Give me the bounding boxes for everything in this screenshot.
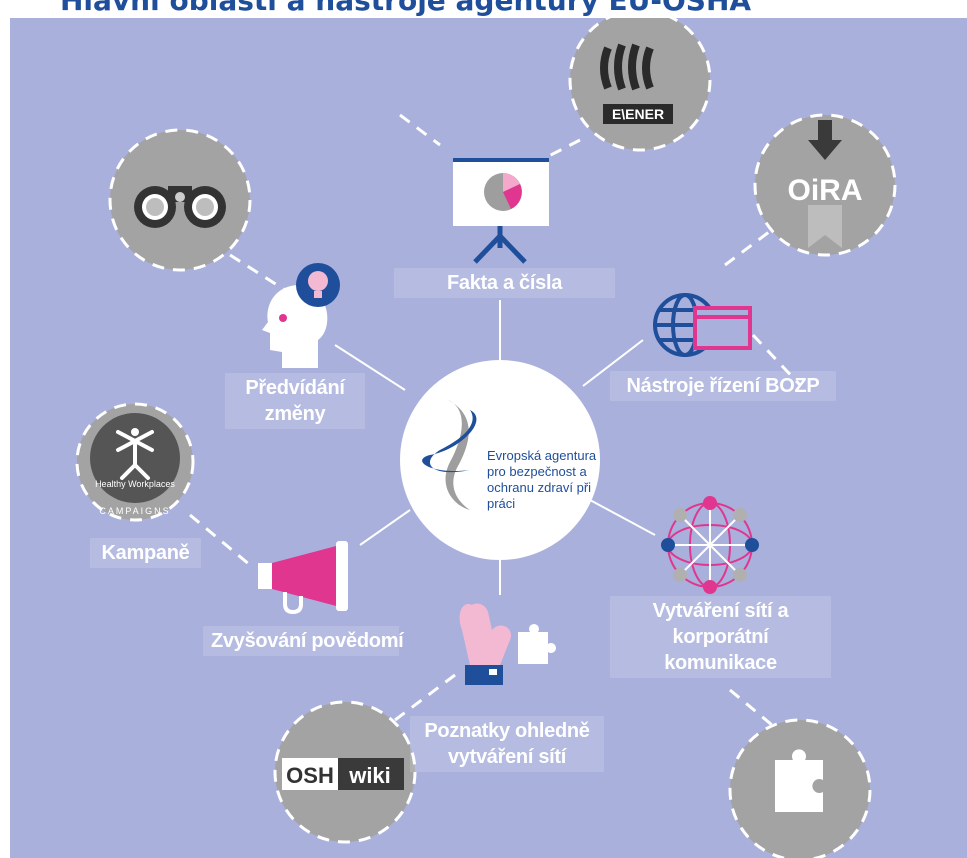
network-icon (661, 496, 759, 594)
megaphone-icon (258, 541, 348, 615)
node-fakta-label: Fakta a čísla (394, 268, 615, 298)
node-poznatky-label: Poznatky ohledně vytváření sítí (410, 716, 604, 772)
osh-text: OSH (286, 763, 334, 788)
wiki-text: wiki (348, 763, 391, 788)
oshwiki-badge: OSH wiki (273, 700, 417, 844)
healthy-workplaces-text: Healthy Workplaces (95, 479, 175, 489)
connector-predvidani (334, 344, 406, 391)
presentation-board-icon (453, 158, 549, 264)
node-kampane-label: Kampaně (90, 538, 201, 568)
person-icon (116, 430, 154, 480)
binoculars-icon (134, 186, 226, 228)
puzzle-badge (728, 718, 872, 858)
healthy-workplaces-badge: Healthy Workplaces CAMPAIGNS (75, 402, 195, 522)
connector-dash-esener (544, 138, 581, 160)
node-nastroje-label: Nástroje řízení BOZP (610, 371, 836, 401)
binoculars-badge (108, 128, 252, 272)
diagram-canvas: E\ENER OiRA (75, 18, 897, 858)
hub-circle (400, 360, 600, 560)
connector-dash-oshwiki (394, 673, 456, 722)
page-title: Hlavní oblasti a nástroje agentury EU-OS… (60, 0, 752, 17)
puzzle-icon (775, 749, 823, 812)
connector-dash-kampane (189, 513, 251, 567)
connector-dash-binoculars (229, 253, 286, 292)
hub-connectors (334, 300, 656, 595)
diagram-panel: E\ENER OiRA (10, 18, 967, 858)
node-zvysovani-label: Zvyšování povědomí (203, 626, 404, 656)
connector-nastroje (582, 339, 644, 387)
connector-zvysovani (359, 509, 411, 546)
hub-text: Evropská agentura pro bezpečnost a ochra… (487, 448, 597, 511)
eu-osha-logo (422, 400, 477, 510)
oira-badge: OiRA (753, 113, 897, 257)
node-vytvareni-label: Vytváření sítí a korporátní komunikace (610, 596, 831, 678)
globe-browser-icon (653, 293, 752, 357)
connector-dash-fakta (399, 113, 441, 147)
connector-vytvareni (589, 499, 656, 536)
esener-text: E\ENER (612, 106, 664, 122)
connector-dash-nastroje (751, 333, 802, 387)
logo-grey-shape (445, 400, 470, 510)
esener-badge: E\ENER (568, 18, 712, 152)
header: Hlavní oblasti a nástroje agentury EU-OS… (0, 0, 967, 18)
head-lightbulb-icon (262, 263, 340, 368)
campaigns-text: CAMPAIGNS (99, 506, 170, 516)
node-predvidani-label: Předvídání změny (225, 373, 365, 429)
logo-blue-shape (422, 410, 477, 473)
oira-text: OiRA (788, 174, 863, 207)
hand-puzzle-icon (459, 603, 556, 685)
